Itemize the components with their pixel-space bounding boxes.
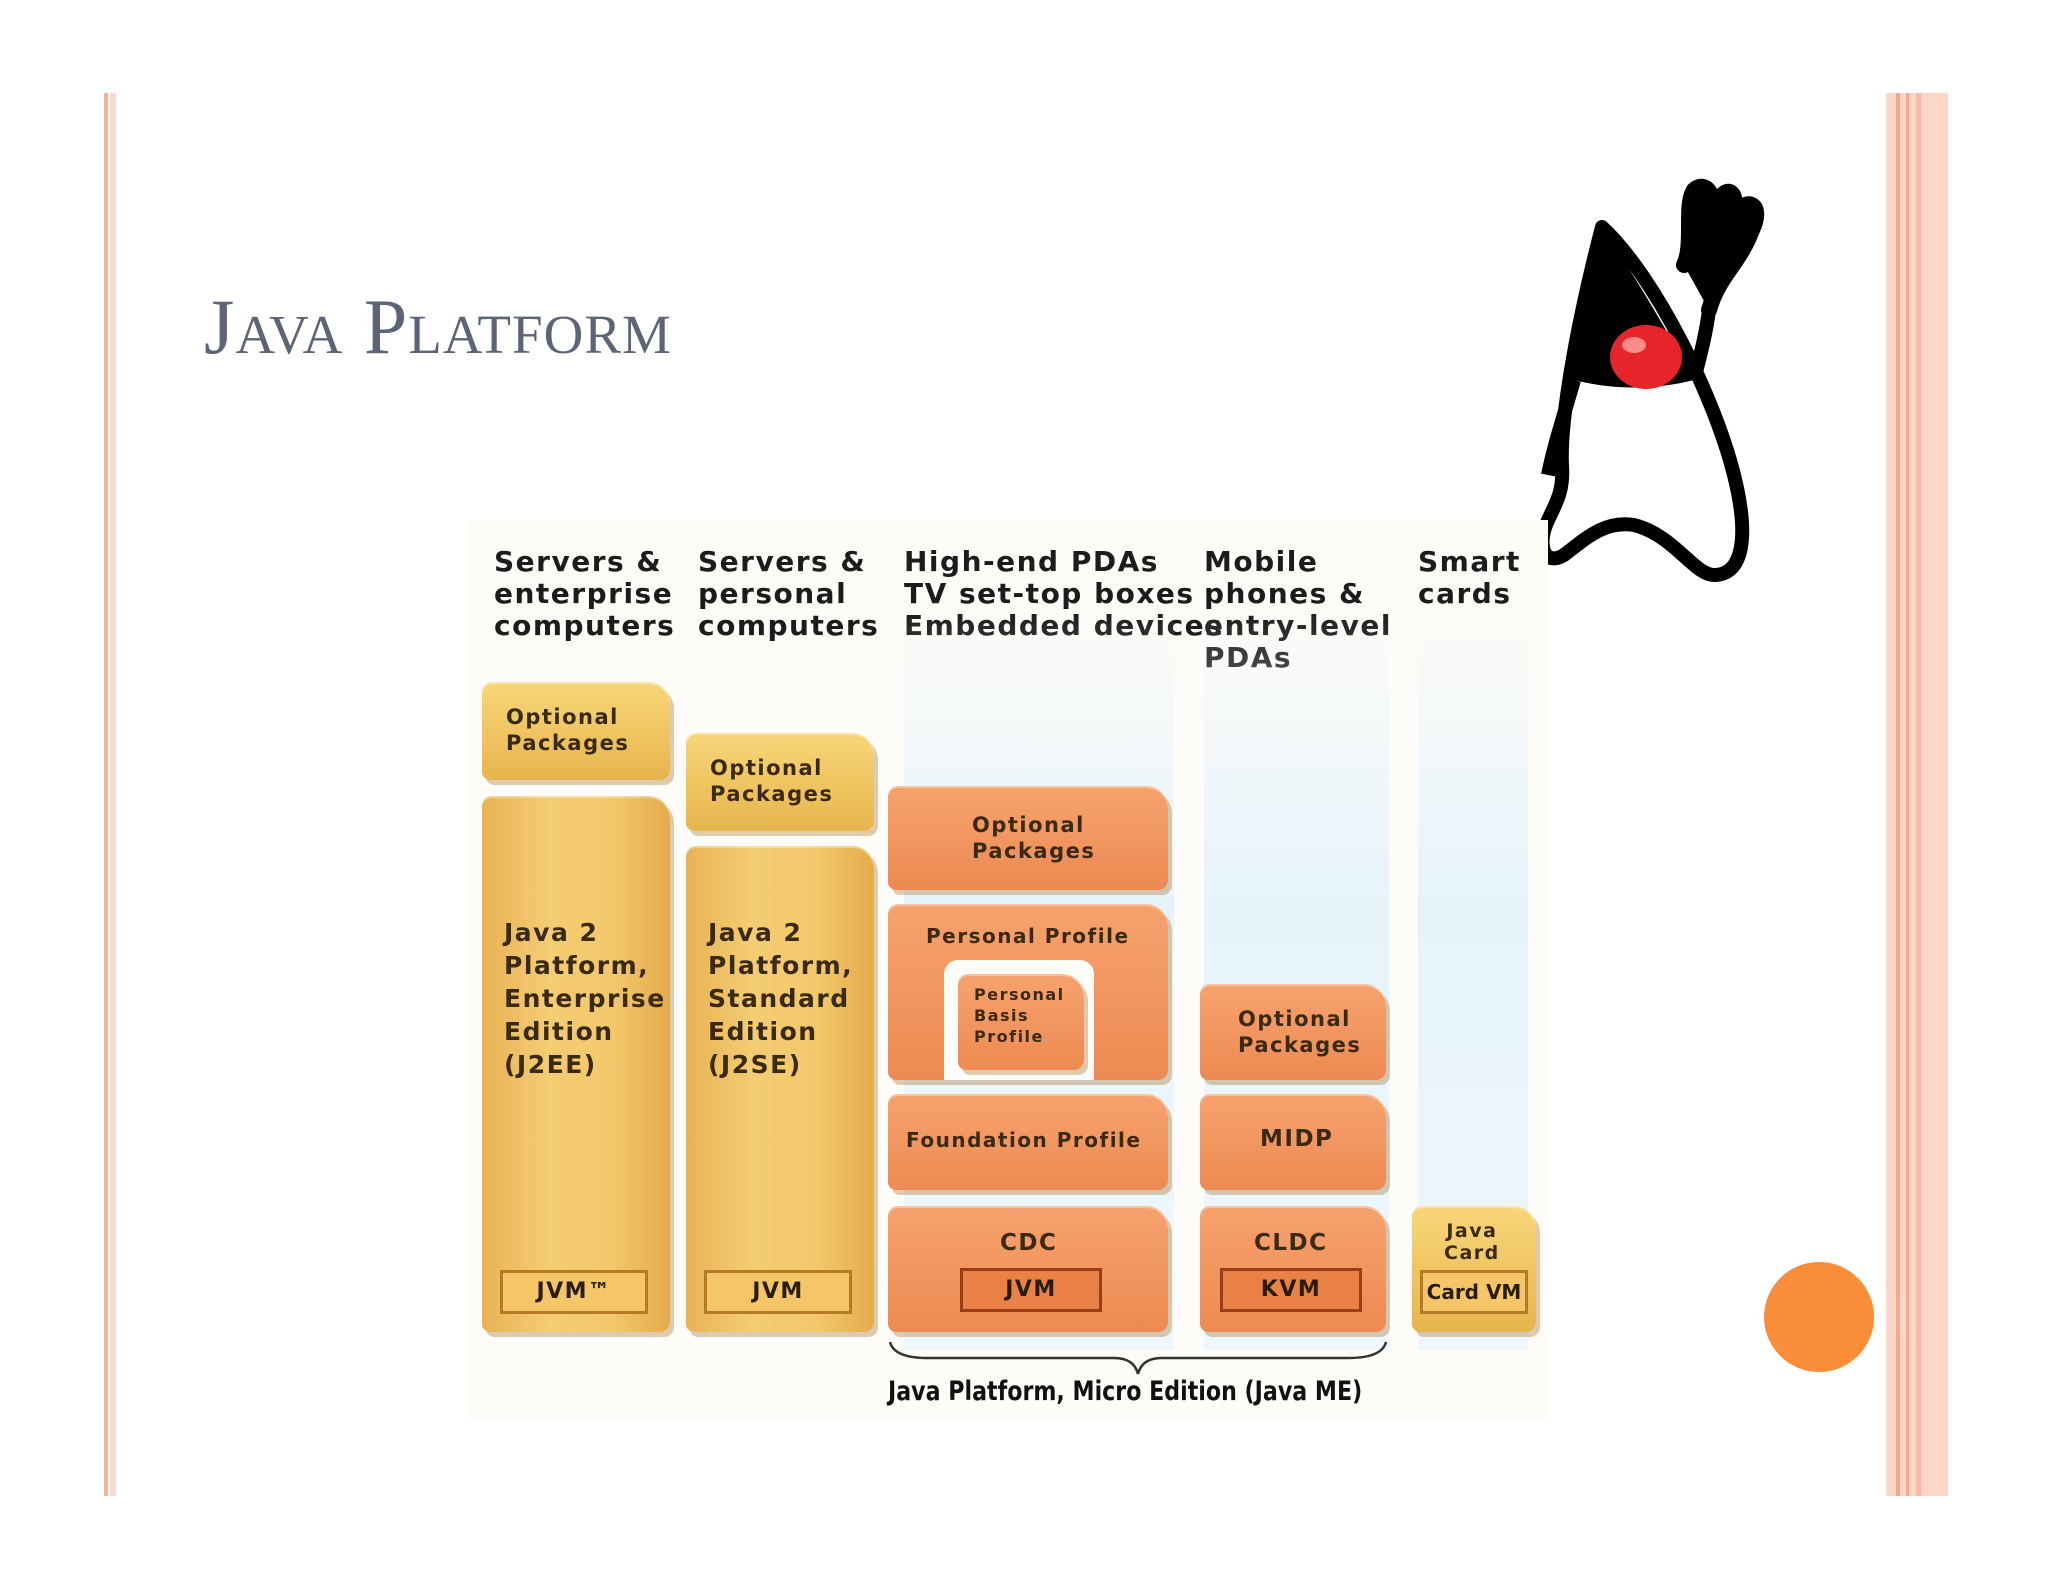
slide-title: Java Platform — [204, 283, 672, 370]
j2ee-platform-block: Java 2 Platform, Enterprise Edition (J2E… — [482, 796, 670, 1332]
right-stripe-line-1 — [1896, 93, 1900, 1496]
j2se-jvm-box: JVM — [704, 1270, 852, 1314]
cldc-optional-packages: Optional Packages — [1200, 984, 1386, 1080]
java-me-label: Java Platform, Micro Edition (Java ME) — [888, 1376, 1363, 1407]
cldc-block: CLDC KVM — [1200, 1206, 1386, 1332]
personal-basis-profile-block: Personal Basis Profile — [958, 974, 1084, 1070]
duke-waving-icon — [1535, 178, 1765, 582]
orange-circle-icon — [1764, 1262, 1874, 1372]
j2ee-optional-packages: Optional Packages — [482, 682, 670, 780]
j2se-platform-label: Java 2 Platform, Standard Edition (J2SE) — [708, 918, 854, 1079]
java-me-brace — [888, 1341, 1388, 1375]
java-card-block: Java Card Card VM — [1412, 1206, 1536, 1332]
personal-profile-block: Personal Profile Personal Basis Profile — [888, 904, 1168, 1080]
cdc-jvm-box: JVM — [960, 1268, 1102, 1312]
cdc-block: CDC JVM — [888, 1206, 1168, 1332]
column-heading-enterprise: Servers & enterprise computers — [494, 545, 676, 642]
left-stripe-inner — [110, 93, 116, 1496]
right-stripe-line-2 — [1906, 93, 1909, 1496]
j2se-platform-block: Java 2 Platform, Standard Edition (J2SE)… — [686, 846, 874, 1332]
right-stripe-line-3 — [1916, 93, 1921, 1496]
foundation-profile-block: Foundation Profile — [888, 1094, 1168, 1190]
j2ee-platform-label: Java 2 Platform, Enterprise Edition (J2E… — [504, 918, 666, 1079]
left-stripe-outer — [104, 93, 108, 1496]
j2se-optional-packages: Optional Packages — [686, 733, 874, 831]
midp-block: MIDP — [1200, 1094, 1386, 1190]
cdc-optional-packages: Optional Packages — [888, 786, 1168, 890]
column-heading-personal: Servers & personal computers — [698, 545, 880, 642]
card-vm-box: Card VM — [1420, 1270, 1528, 1314]
j2ee-jvm-box: JVM™ — [500, 1270, 648, 1314]
column-heading-smartcards: Smart cards — [1418, 545, 1521, 610]
cldc-kvm-box: KVM — [1220, 1268, 1362, 1312]
java-platform-diagram: Servers & enterprise computers Servers &… — [468, 520, 1548, 1420]
